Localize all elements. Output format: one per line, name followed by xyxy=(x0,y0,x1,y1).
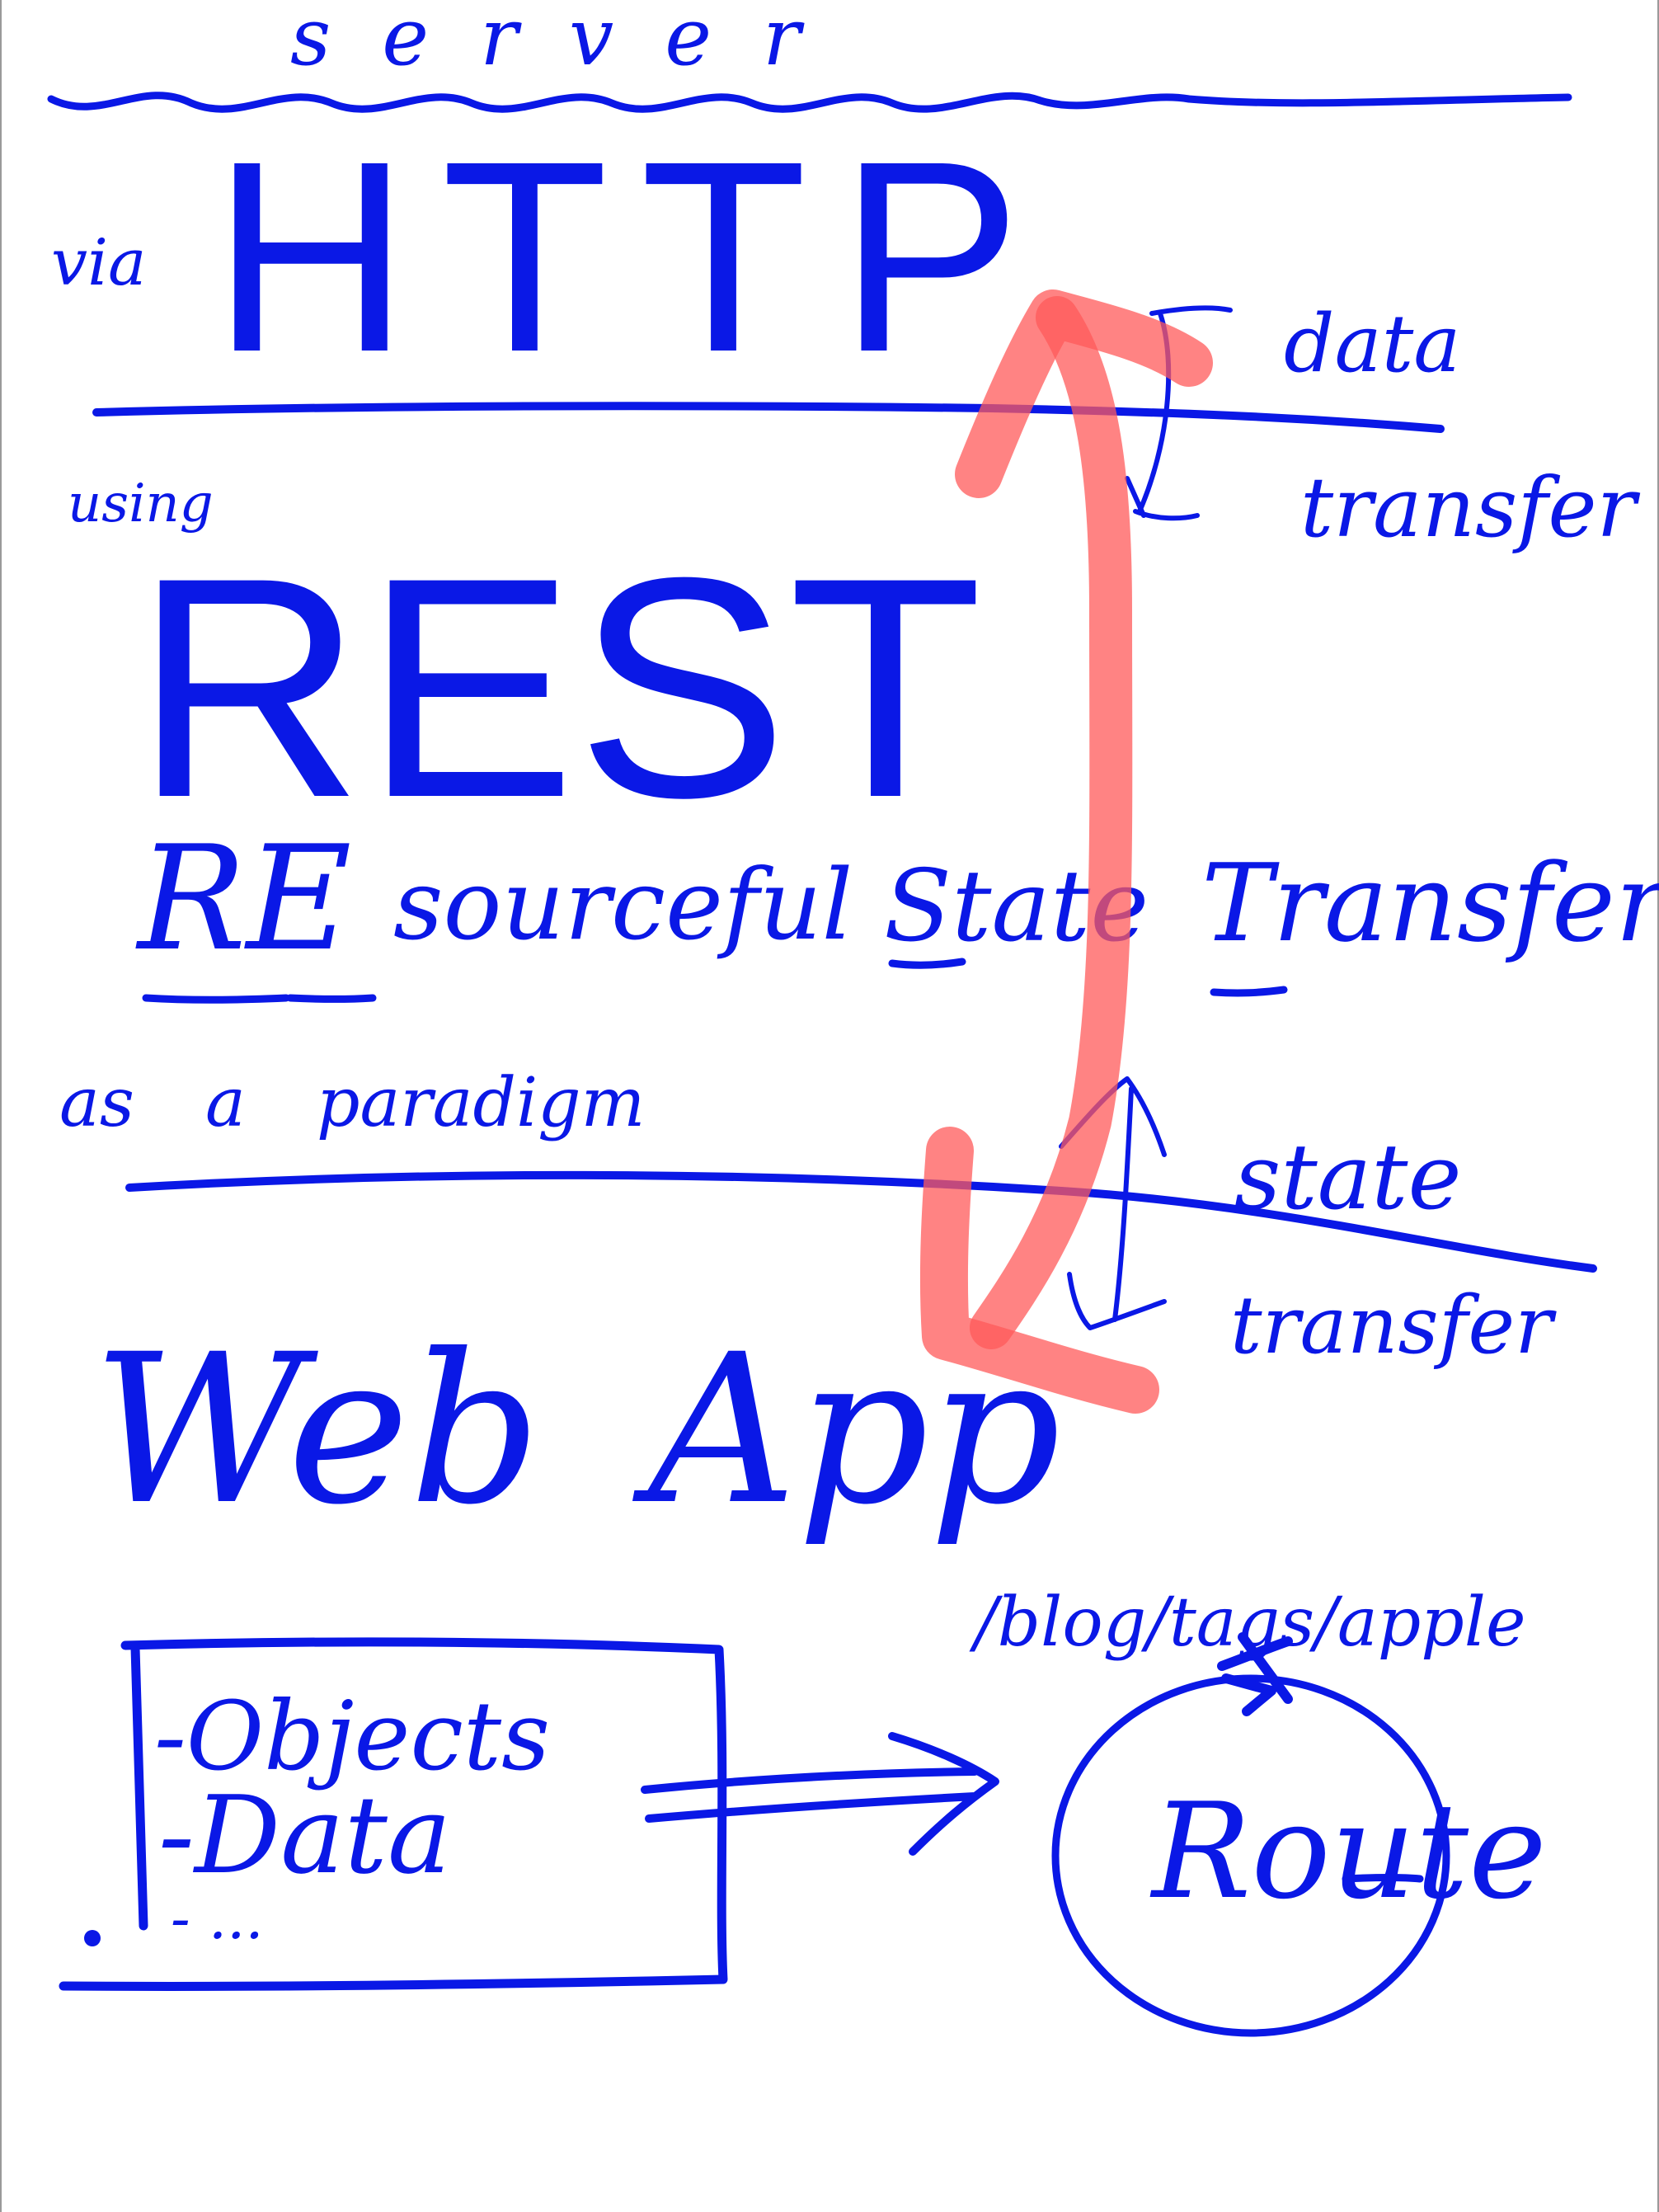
route-label-tail xyxy=(1342,1874,1424,1883)
box-item-data: -Data xyxy=(158,1772,451,1898)
underline-r xyxy=(142,994,290,1004)
underline-e xyxy=(286,994,377,1003)
http-prefix: via xyxy=(51,226,147,300)
rest-suffix: as a paradigm xyxy=(59,1064,645,1142)
box-outline xyxy=(59,1637,728,1991)
arrow-to-route xyxy=(641,1732,999,1856)
route-label: Route xyxy=(1149,1774,1547,1928)
http-label: HTTP xyxy=(212,104,1053,408)
server-label: server xyxy=(290,0,852,83)
rest-expansion-transfer: Transfer xyxy=(1201,840,1659,966)
rest-prefix: using xyxy=(68,473,214,534)
underline-s xyxy=(888,958,966,969)
box-item-more: - ... xyxy=(171,1885,264,1952)
highlight-down-arrowhead xyxy=(919,1127,1159,1414)
rest-underline xyxy=(125,1170,1597,1273)
state-transfer-line1: state xyxy=(1234,1124,1462,1230)
http-underline xyxy=(92,402,1445,433)
highlight-vertical-line xyxy=(970,296,1133,1349)
data-transfer-line1: data xyxy=(1284,298,1461,390)
state-transfer-line2: transfer xyxy=(1230,1279,1557,1372)
route-pointer-arrow xyxy=(1217,1632,1293,1716)
box-corner-dot xyxy=(84,1930,101,1946)
rest-expansion-re: RE xyxy=(135,816,352,983)
underline-t xyxy=(1210,986,1288,997)
box-item-objects: -Objects xyxy=(154,1682,550,1792)
webapp-label: Web App xyxy=(92,1310,1061,1550)
rest-label: REST xyxy=(134,512,983,863)
server-wavy-underline xyxy=(47,92,1572,113)
rest-expansion-source: sourceful xyxy=(393,848,853,962)
data-transfer-line2: transfer xyxy=(1300,459,1641,556)
route-circle xyxy=(1051,1674,1450,2037)
data-transfer-bracket xyxy=(1125,305,1233,521)
